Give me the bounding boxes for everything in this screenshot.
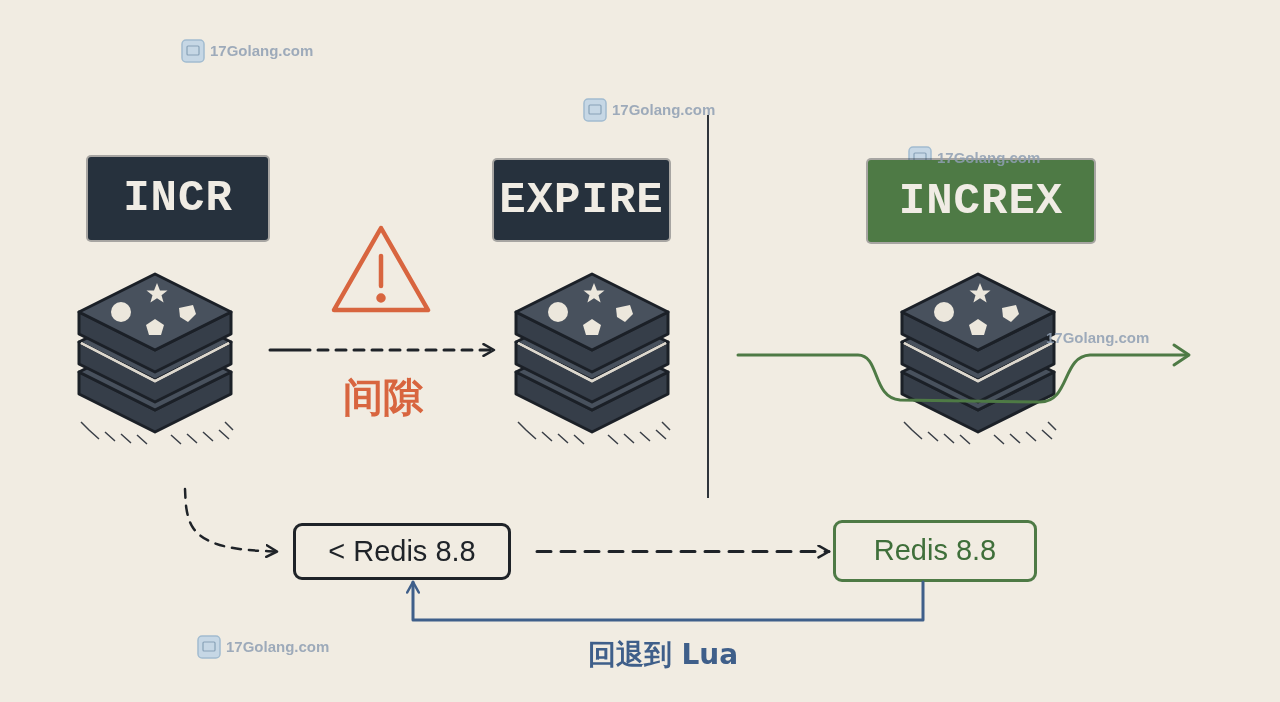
edge-label: 间隙 <box>233 370 533 425</box>
connector-arrow <box>185 489 277 552</box>
connector-arrow <box>270 349 494 352</box>
node-text: INCR <box>123 174 233 222</box>
watermark: 17Golang.com <box>937 149 1040 166</box>
connector-arrow <box>413 582 923 620</box>
command-node: EXPIRE <box>494 160 670 435</box>
connector-arrow <box>537 550 829 553</box>
version-box: Redis 8.8 <box>833 520 1037 582</box>
version-box: < Redis 8.8 <box>293 523 511 580</box>
divider-line <box>707 115 709 498</box>
watermark: 17Golang.com <box>1046 329 1149 346</box>
node-text: Redis 8.8 <box>874 535 997 567</box>
watermark: 17Golang.com <box>226 638 329 655</box>
node-text: INCREX <box>899 177 1063 225</box>
command-node: INCR <box>75 157 270 437</box>
redis-stack-icon <box>516 274 670 444</box>
atomic-flow-line <box>738 345 1189 402</box>
command-node: INCREX <box>868 160 1094 435</box>
redis-stack-icon <box>902 274 1056 444</box>
redis-stack-icon <box>79 274 233 444</box>
command-label: INCR <box>88 157 268 240</box>
node-text: EXPIRE <box>499 176 663 224</box>
command-label: EXPIRE <box>494 160 669 240</box>
watermark: 17Golang.com <box>612 101 715 118</box>
warning-triangle <box>334 228 428 310</box>
watermark: 17Golang.com <box>210 42 313 59</box>
node-text: < Redis 8.8 <box>328 536 476 568</box>
command-label: INCREX <box>868 160 1094 242</box>
edge-label: 回退到 Lua <box>513 636 813 674</box>
